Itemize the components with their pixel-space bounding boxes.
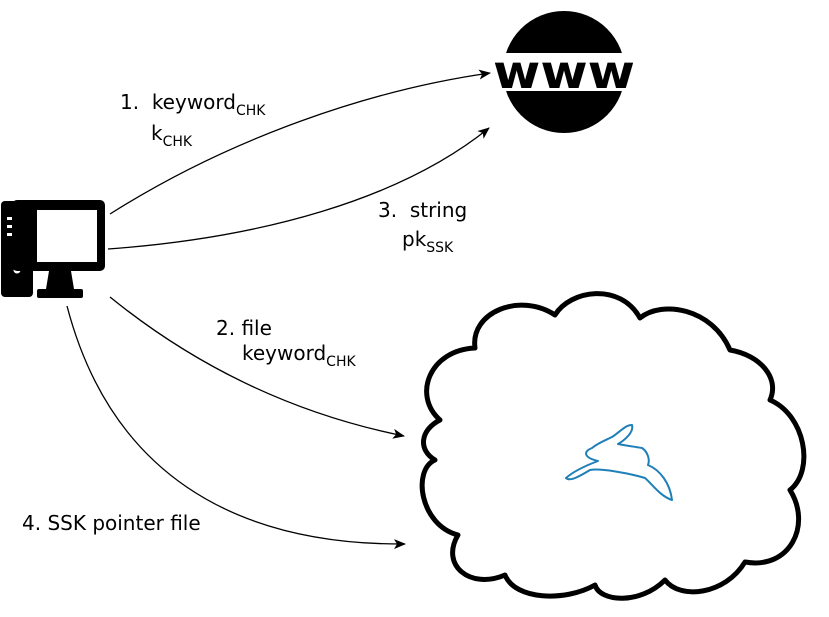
step-2-label: 2. file	[216, 316, 272, 340]
arrow-step-4	[66, 305, 406, 550]
arrow-step-3	[107, 127, 490, 250]
arrow-step-1	[109, 69, 491, 215]
step-4-line1: SSK pointer file	[47, 511, 201, 535]
arrow-step-2	[109, 296, 405, 439]
step-3-line1: string	[409, 198, 468, 222]
step-1-line2: kCHK	[151, 121, 193, 150]
www-text: www	[493, 45, 635, 99]
step-1-number: 1.	[120, 90, 140, 114]
step-2-line2: keywordCHK	[242, 341, 356, 370]
step-4-number: 4.	[22, 511, 42, 535]
cloud-icon	[419, 291, 807, 601]
globe-www-icon: www	[490, 11, 638, 133]
desktop-computer-icon	[1, 200, 105, 298]
step-2-number: 2.	[216, 316, 236, 340]
rabbit-icon	[565, 424, 673, 501]
step-3-label: 3. string	[378, 198, 467, 222]
step-4-label: 4. SSK pointer file	[22, 511, 201, 535]
step-2-line1: file	[241, 316, 272, 340]
step-1-line1: keywordCHK	[151, 90, 266, 119]
step-3-line2: pkSSK	[402, 227, 454, 256]
step-1-label: 1. keywordCHK	[120, 90, 266, 119]
step-3-number: 3.	[378, 198, 398, 222]
